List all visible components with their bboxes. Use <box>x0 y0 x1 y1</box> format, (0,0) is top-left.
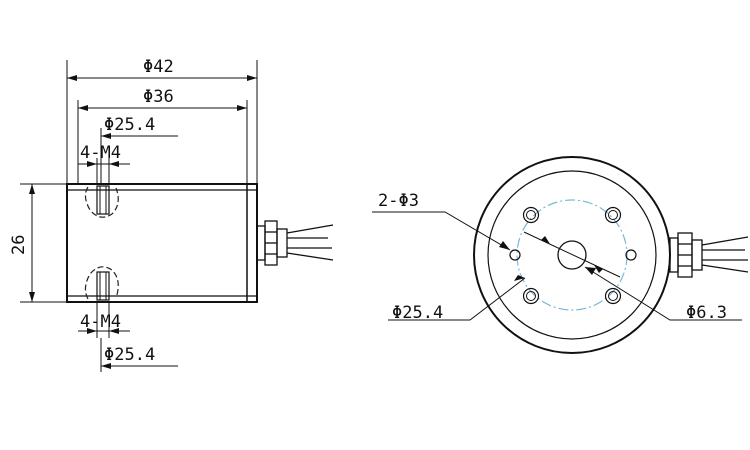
dim-bolt-circle: Φ25.4 <box>392 303 443 323</box>
bolt-circle <box>516 199 628 311</box>
dim-bolt-circle-bottom: Φ25.4 <box>104 345 155 365</box>
side-view: Φ42 Φ36 Φ25.4 4-M4 26 4-M4 Φ25.4 <box>9 57 334 372</box>
mounting-holes <box>522 206 622 305</box>
top-thread-hole <box>84 186 119 218</box>
leader-lines <box>372 211 742 321</box>
cable-front <box>701 236 749 273</box>
sensor-body-side <box>66 183 258 303</box>
dim-overall-diameter: Φ42 <box>143 57 174 77</box>
dim-thread-bottom: 4-M4 <box>80 312 121 332</box>
dimension-lines <box>20 60 258 372</box>
leader-arrows <box>499 236 603 281</box>
center-hole <box>557 240 587 270</box>
dim-holes: 2-Φ3 <box>378 191 419 211</box>
cable-gland-front <box>669 232 703 278</box>
pin-holes <box>509 249 637 261</box>
dim-center-hole: Φ6.3 <box>686 303 727 323</box>
inner-circle <box>487 170 657 340</box>
front-view: 2-Φ3 Φ25.4 Φ6.3 <box>372 156 749 354</box>
dim-height: 26 <box>9 235 29 255</box>
dim-thread-top: 4-M4 <box>80 143 121 163</box>
dim-bolt-circle-top: Φ25.4 <box>104 115 155 135</box>
cable-side <box>286 224 334 261</box>
bottom-thread-hole <box>84 266 119 300</box>
dim-inner-diameter: Φ36 <box>143 87 174 107</box>
cable-gland-side <box>256 220 288 266</box>
dimension-arrows <box>29 75 257 369</box>
